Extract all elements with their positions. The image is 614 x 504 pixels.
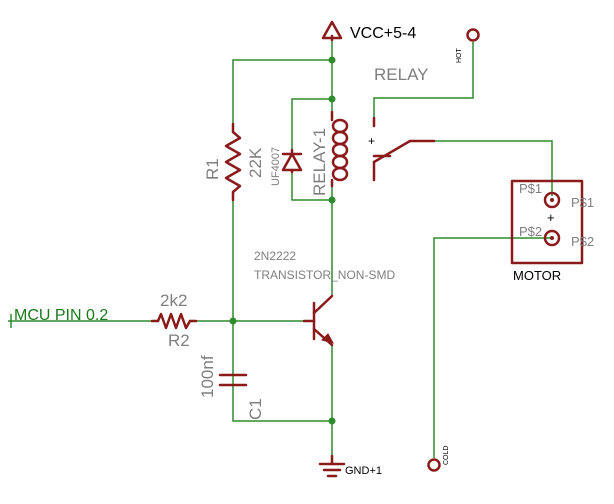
motor-p2-right: P$2 — [571, 234, 594, 249]
junction-dot — [328, 95, 336, 103]
r1-name: R1 — [203, 158, 222, 180]
mcu-label: MCU PIN 0.2 — [14, 307, 108, 324]
motor-pin-1 — [543, 191, 561, 209]
ground-symbol: GND+1 — [318, 454, 382, 478]
transistor-value: 2N2222 — [254, 249, 296, 263]
r2-name: R2 — [168, 331, 190, 350]
motor: P$1 P$1 + P$2 P$2 MOTOR — [510, 179, 594, 283]
junction-dot — [328, 196, 336, 204]
motor-p1-left: P$1 — [519, 181, 542, 196]
junction-dot — [229, 317, 237, 325]
motor-p1-right: P$1 — [571, 195, 594, 210]
relay-coil: RELAY-1 — [310, 110, 349, 196]
wire-diode-loop-top — [291, 98, 332, 150]
r1-value: 22K — [246, 147, 265, 178]
wire-relay-motor — [410, 140, 553, 196]
junction-dot — [328, 56, 336, 64]
vcc-symbol: VCC+5-4 — [321, 20, 416, 42]
c1-name: C1 — [246, 398, 265, 420]
diode-label: UF4007 — [270, 147, 282, 186]
junction-dot — [328, 417, 336, 425]
motor-pin-2 — [543, 229, 561, 247]
motor-p2-left: P$2 — [519, 224, 542, 239]
gnd-label: GND+1 — [345, 465, 382, 477]
switch-plus: + — [368, 134, 375, 148]
motor-label: MOTOR — [513, 268, 561, 283]
wire-diode-loop-bottom — [291, 172, 332, 201]
wire-left-rail — [232, 200, 332, 422]
cold-terminal: COLD — [427, 446, 450, 472]
resistor-r1: R1 22K — [203, 122, 265, 202]
relay-name: RELAY-1 — [310, 128, 329, 196]
hot-label: HOT — [456, 48, 463, 64]
relay-title: RELAY — [374, 65, 429, 84]
r2-value: 2k2 — [160, 291, 187, 310]
hot-terminal: HOT — [456, 28, 480, 64]
cold-label: COLD — [443, 446, 450, 465]
transistor-package: TRANSISTOR_NON-SMD — [254, 268, 395, 282]
c1-value: 100nf — [198, 355, 217, 398]
motor-body — [510, 179, 584, 265]
motor-plus: + — [547, 210, 555, 225]
capacitor-c1: 100nf C1 — [198, 355, 265, 420]
resistor-r2: 2k2 R2 — [150, 291, 198, 350]
transistor-2n2222 — [302, 294, 335, 347]
vcc-label: VCC+5-4 — [350, 25, 416, 42]
junctions — [229, 56, 336, 425]
diode-uf4007: UF4007 — [270, 147, 303, 186]
wire-hot — [373, 42, 474, 118]
relay-switch: + — [368, 116, 436, 182]
mcu-input: MCU PIN 0.2 — [10, 307, 108, 328]
wire-r1-top — [232, 59, 332, 124]
